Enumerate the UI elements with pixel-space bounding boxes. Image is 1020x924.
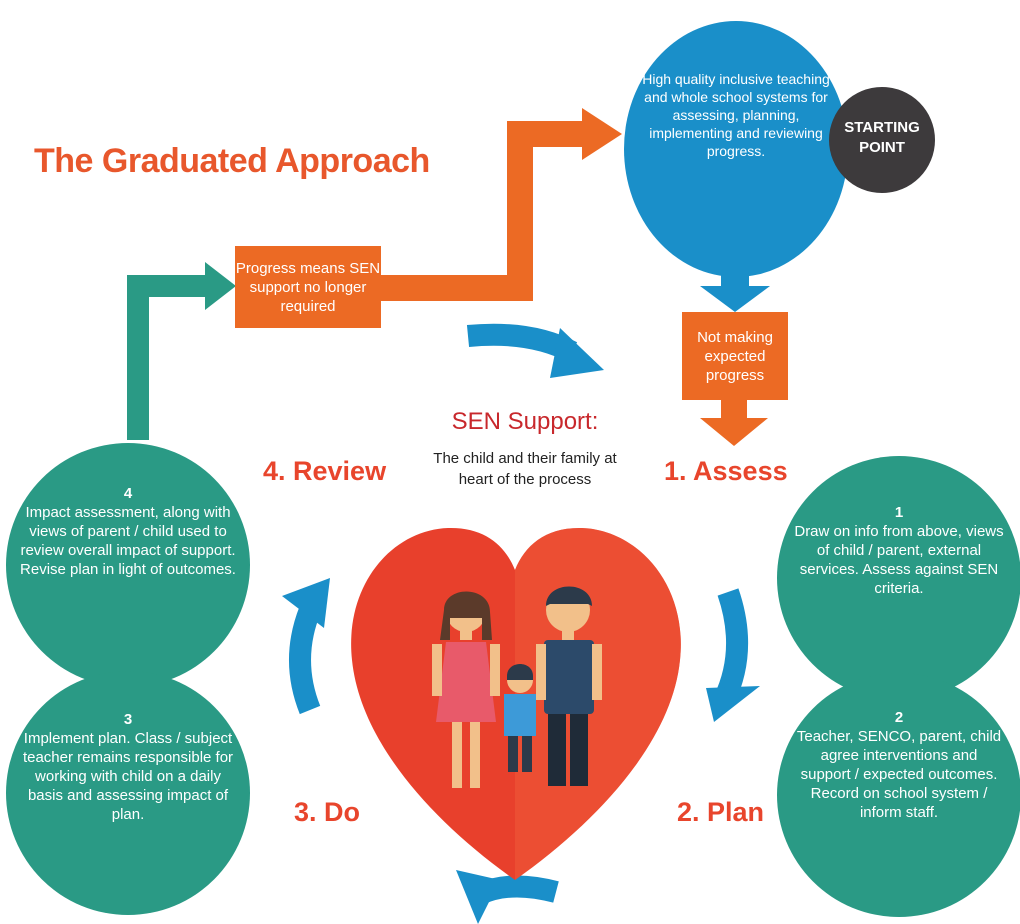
starting-down-arrow-head	[700, 286, 770, 312]
stage-assess: 1. Assess	[664, 456, 788, 486]
circle-1: 1 Draw on info from above, views of chil…	[792, 503, 1006, 598]
circle-4-text: Impact assessment, along with views of p…	[20, 504, 236, 578]
assess-down-arrow-head	[700, 418, 768, 446]
circle-3-text: Implement plan. Class / subject teacher …	[22, 730, 234, 823]
circle-4-shape	[6, 443, 250, 687]
heart-highlight	[515, 527, 681, 880]
progress-box-text: Progress means SEN support no longer req…	[235, 259, 381, 315]
circle-1-shape	[777, 456, 1020, 700]
assess-down-arrow-shaft	[721, 398, 747, 420]
starting-down-arrow-shaft	[721, 266, 749, 288]
circle-2-shape	[777, 673, 1020, 917]
father-figure	[536, 586, 602, 786]
cycle-arrow-bottom-head	[456, 870, 500, 924]
center-heading: SEN Support:	[451, 408, 599, 435]
circle-3-shape	[6, 671, 250, 915]
circle-4: 4 Impact assessment, along with views of…	[18, 484, 238, 579]
review-arrow-head	[205, 262, 236, 310]
circle-2-number: 2	[894, 709, 904, 726]
mother-figure	[432, 591, 500, 788]
page-title: The Graduated Approach	[34, 142, 430, 180]
stage-do: 3. Do	[294, 797, 361, 827]
circle-2: 2 Teacher, SENCO, parent, child agree in…	[794, 708, 1004, 822]
cycle-arrow-right	[713, 588, 749, 705]
stage-review: 4. Review	[263, 456, 387, 486]
progress-arrow-path	[380, 121, 588, 301]
review-arrow-path	[127, 275, 210, 440]
progress-box: Progress means SEN support no longer req…	[235, 246, 381, 328]
starting-point-label: STARTING POINT	[844, 119, 920, 156]
starting-circle	[624, 21, 848, 277]
circle-1-text: Draw on info from above, views of child …	[794, 523, 1004, 597]
not-making-progress-text: Not making expected progress	[697, 328, 773, 384]
center-subtext: The child and their family at heart of t…	[433, 450, 617, 488]
circle-4-number: 4	[123, 485, 133, 502]
starting-description: High quality inclusive teaching and whol…	[642, 71, 830, 159]
cycle-arrow-left-head	[282, 578, 330, 628]
cycle-arrow-left	[289, 605, 321, 715]
progress-arrow-head	[582, 108, 622, 160]
child-figure	[504, 664, 536, 772]
circle-3-number: 3	[123, 711, 133, 728]
circle-1-number: 1	[894, 504, 904, 521]
cycle-arrow-right-head	[706, 686, 760, 722]
cycle-arrow-top-head	[550, 328, 604, 378]
circle-3: 3 Implement plan. Class / subject teache…	[20, 710, 236, 824]
stage-plan: 2. Plan	[677, 797, 765, 827]
not-making-progress-box: Not making expected progress	[682, 312, 788, 400]
starting-point-circle	[829, 87, 935, 193]
circle-2-text: Teacher, SENCO, parent, child agree inte…	[796, 728, 1002, 821]
